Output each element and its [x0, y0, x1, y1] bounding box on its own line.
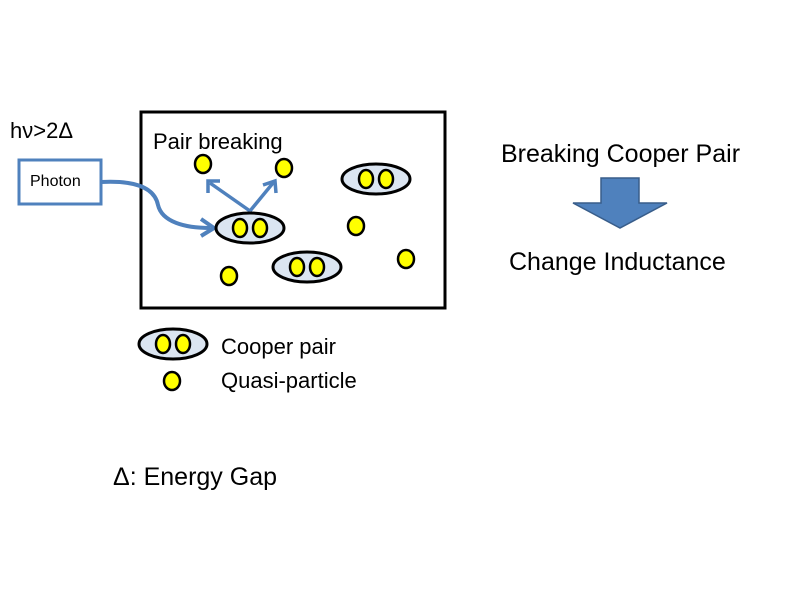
quasi-particle [193, 153, 213, 175]
quasi-particle [396, 248, 416, 270]
energy-gap-label: Δ: Energy Gap [113, 463, 278, 491]
condition-label: hν>2Δ [10, 118, 74, 143]
photon-arrow-head [199, 217, 216, 238]
cooper-pair [340, 162, 412, 196]
pair-breaking-arrows [206, 178, 278, 213]
quasi-particle [219, 265, 239, 287]
superconductor-box [139, 110, 447, 310]
cooper-pair [214, 211, 286, 245]
pair-breaking-label: Pair breaking [153, 129, 283, 154]
down-arrow [572, 177, 668, 229]
photon-label: Photon [30, 173, 81, 190]
cooper-pair [271, 250, 343, 284]
legend-quasi-particle-icon [162, 370, 182, 392]
photon-arrow [100, 179, 211, 230]
quasi-particle [346, 215, 366, 237]
legend-cooper-pair-label: Cooper pair [221, 334, 336, 359]
change-inductance-label: Change Inductance [509, 248, 726, 276]
breaking-cooper-pair-label: Breaking Cooper Pair [501, 140, 741, 168]
photon-box [17, 158, 103, 206]
legend-quasi-particle-label: Quasi-particle [221, 368, 357, 393]
legend-cooper-pair-icon [137, 327, 209, 361]
quasi-particle [274, 157, 294, 179]
